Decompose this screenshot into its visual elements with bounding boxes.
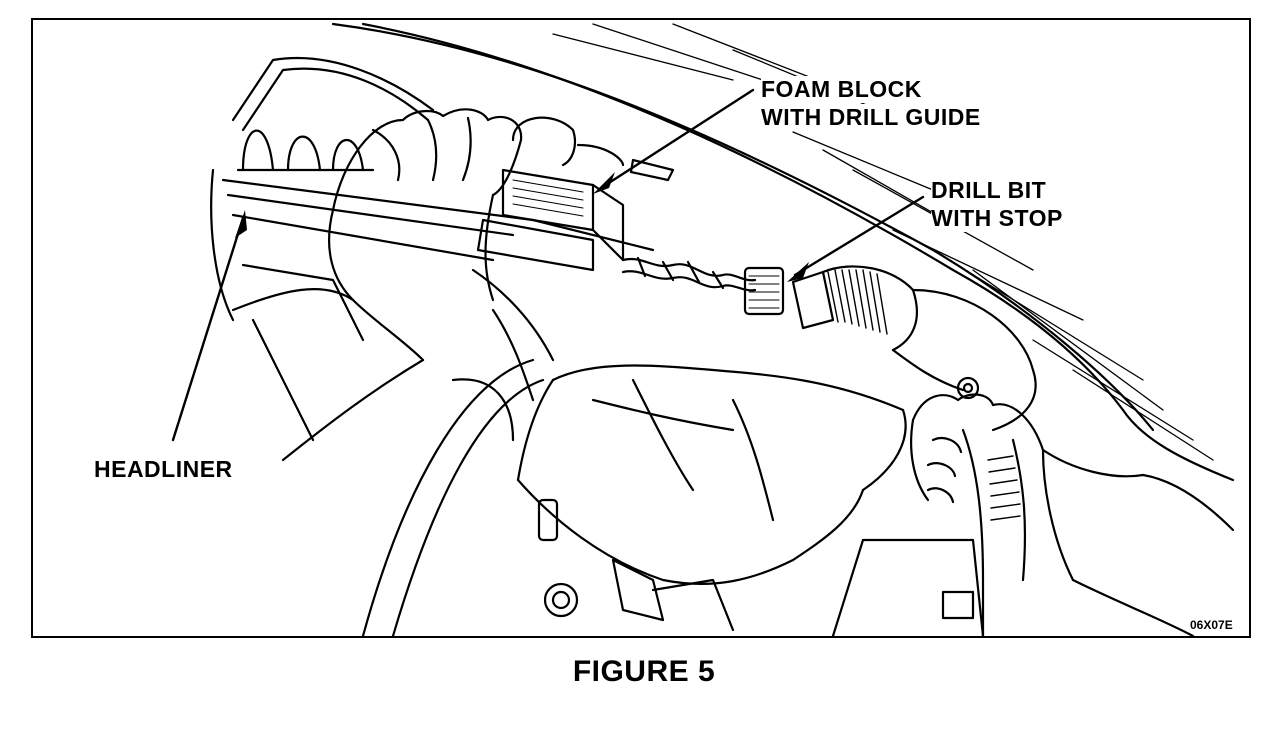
foam-block-label-line1: FOAM BLOCK bbox=[761, 76, 922, 103]
drill-bit bbox=[621, 256, 757, 292]
drill-handle bbox=[831, 428, 1027, 636]
headliner-label: HEADLINER bbox=[94, 456, 233, 483]
protective-cloth bbox=[516, 364, 907, 586]
drill-bit-leader bbox=[793, 195, 925, 277]
windshield-hatching bbox=[552, 23, 1214, 461]
drill-bit-label-line2: WITH STOP bbox=[931, 205, 1063, 232]
drill-chuck bbox=[791, 265, 918, 352]
dome-lamp bbox=[511, 116, 675, 182]
headliner-leader bbox=[171, 216, 245, 442]
foam-block-label-line2: WITH DRILL GUIDE bbox=[761, 104, 981, 131]
right-sleeve bbox=[1041, 448, 1235, 636]
figure-frame: FOAM BLOCK WITH DRILL GUIDE DRILL BIT WI… bbox=[31, 18, 1251, 638]
foam-block-leader bbox=[599, 88, 755, 190]
left-hand bbox=[327, 108, 523, 362]
leader-lines bbox=[171, 88, 925, 442]
figure-caption: FIGURE 5 bbox=[572, 655, 716, 688]
left-sleeve bbox=[231, 288, 425, 462]
line-illustration bbox=[171, 22, 1235, 636]
drill-stop bbox=[743, 266, 785, 316]
reference-code: 06X07E bbox=[1190, 618, 1233, 632]
a-pillar bbox=[331, 22, 1235, 482]
foam-block bbox=[476, 168, 625, 272]
trim-clips bbox=[236, 129, 375, 172]
headliner-trim bbox=[210, 56, 655, 342]
leader-arrowheads bbox=[235, 172, 809, 282]
drill-bit-label-line1: DRILL BIT bbox=[931, 177, 1047, 204]
foam-block-stipple bbox=[512, 179, 584, 217]
dash-controls bbox=[471, 268, 735, 632]
steering-wheel bbox=[361, 358, 545, 636]
right-hand bbox=[910, 393, 1145, 504]
drill-body bbox=[891, 288, 1037, 432]
